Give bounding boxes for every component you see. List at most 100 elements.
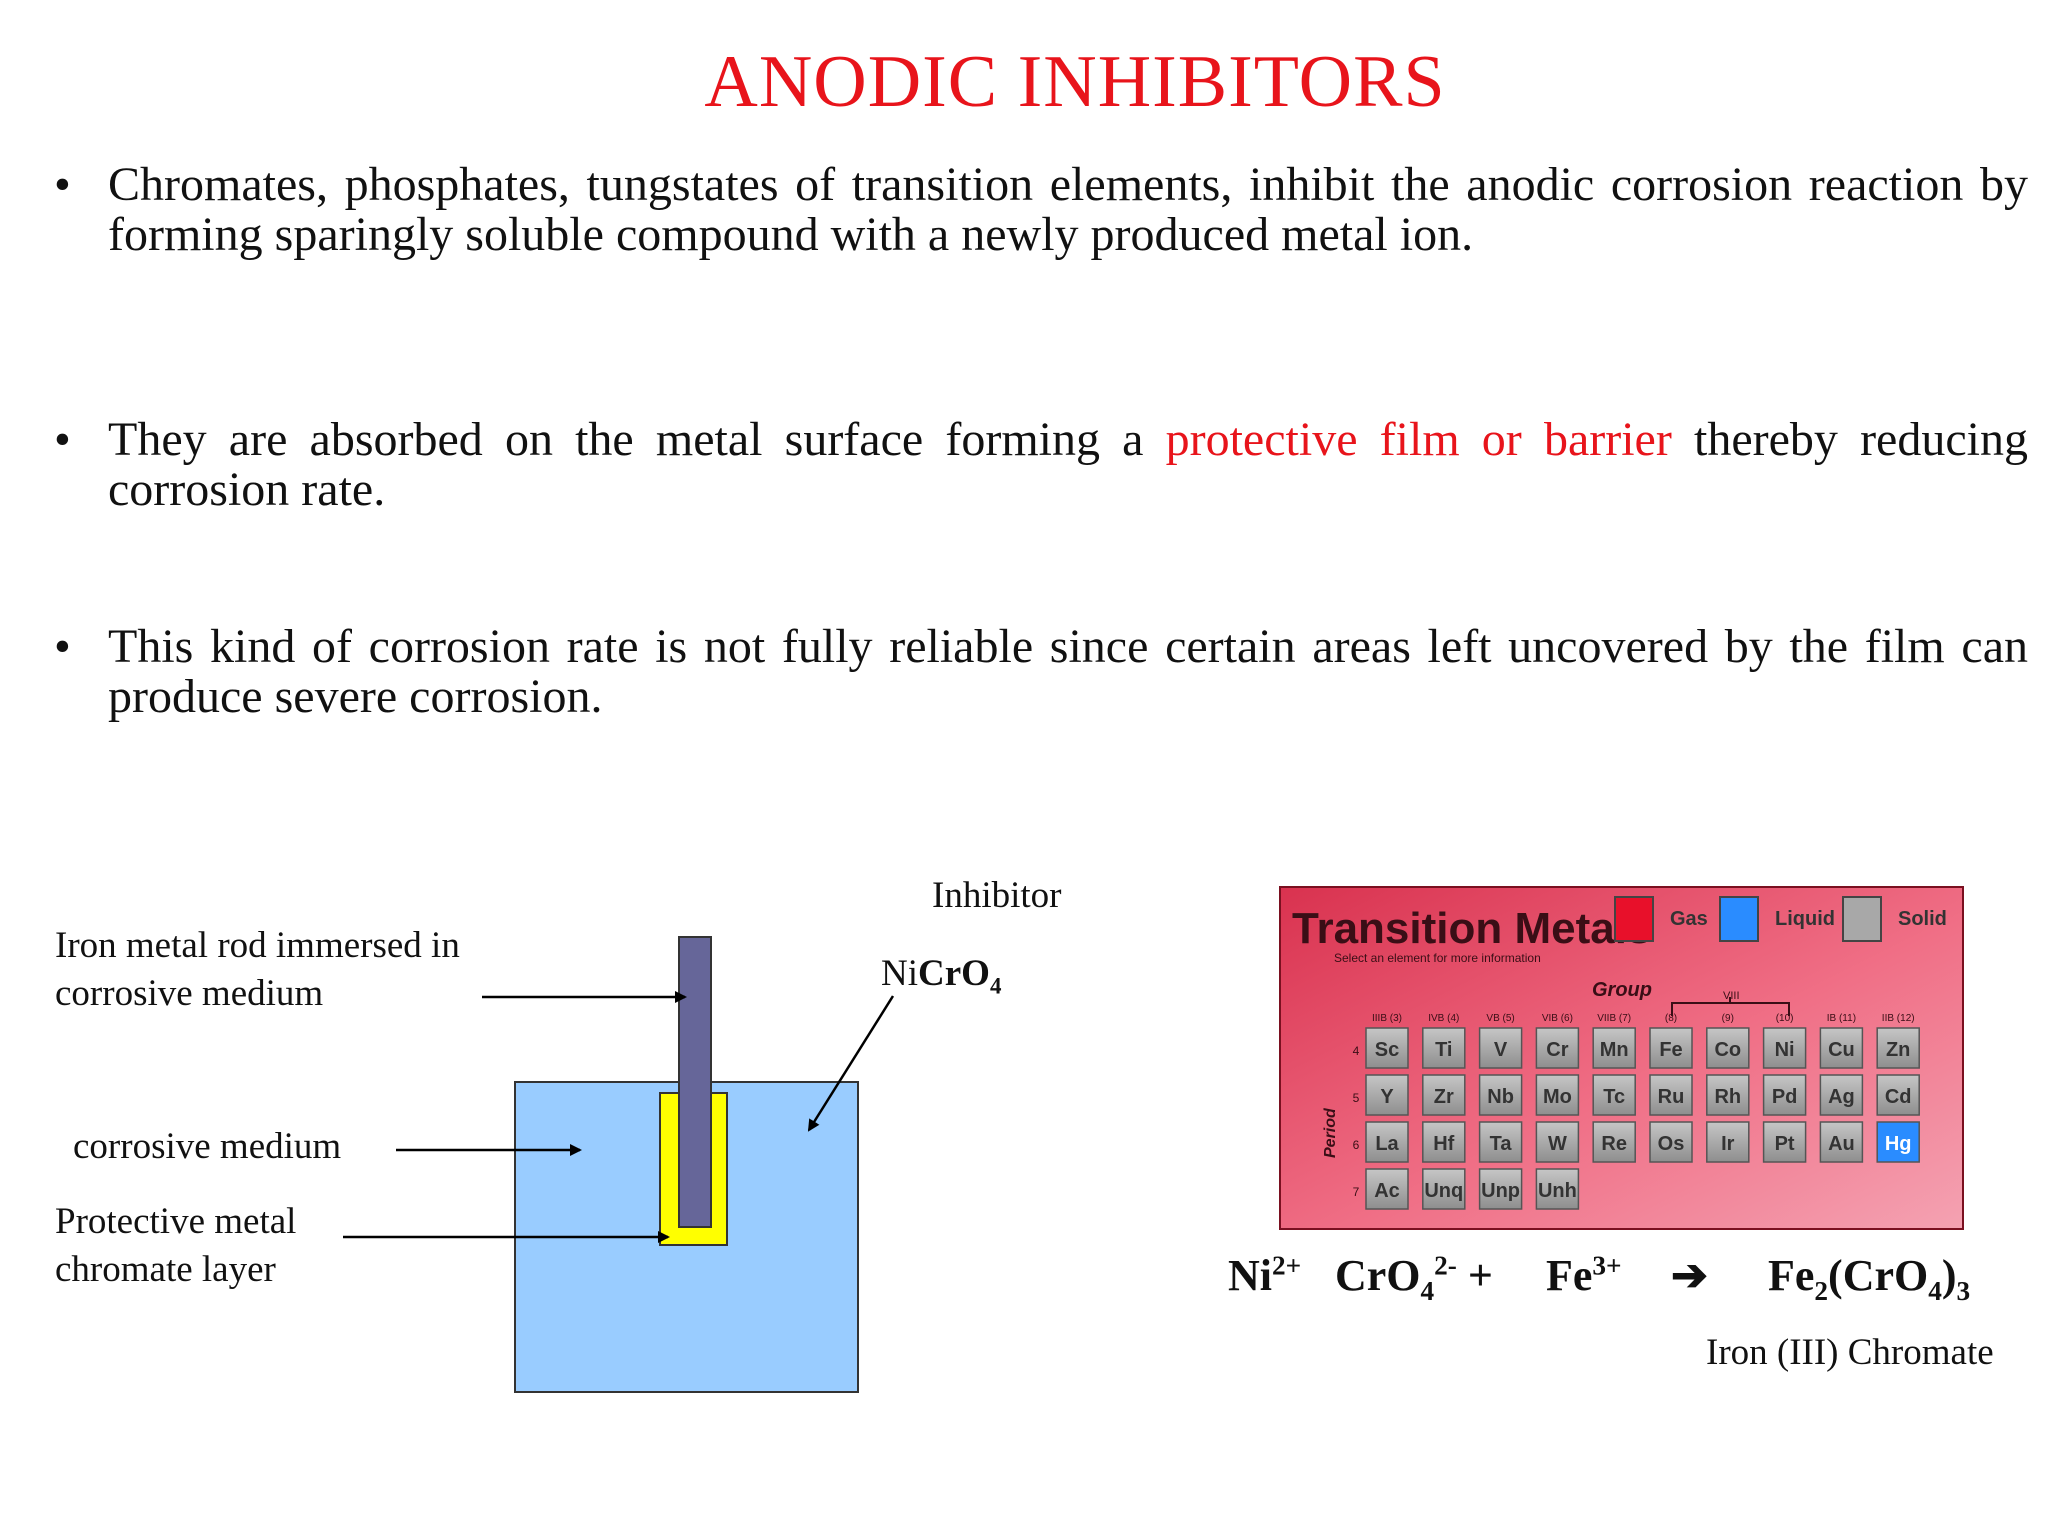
- element-symbol: Unp: [1481, 1180, 1520, 1202]
- element-symbol: Pt: [1775, 1133, 1795, 1155]
- element-symbol: V: [1494, 1039, 1508, 1061]
- element-tile-mo[interactable]: [1535, 1074, 1580, 1116]
- gas-label: Gas: [1670, 908, 1708, 930]
- bullet-2-highlight: protective film or barrier: [1165, 413, 1672, 466]
- element-symbol: Ru: [1658, 1086, 1685, 1108]
- element-tile-ta[interactable]: [1478, 1121, 1523, 1163]
- element-symbol: Unh: [1538, 1180, 1577, 1202]
- inhibitor-label: Inhibitor: [932, 875, 1062, 916]
- element-symbol: Os: [1658, 1133, 1685, 1155]
- eq-fe: Fe: [1546, 1251, 1593, 1300]
- group-header: VIB (6): [1542, 1013, 1573, 1024]
- element-tile-cd[interactable]: [1876, 1074, 1920, 1116]
- element-symbol: Cd: [1885, 1086, 1912, 1108]
- rod-label: Iron metal rod immersed in corrosive med…: [55, 922, 460, 1018]
- element-tile-zn[interactable]: [1876, 1027, 1920, 1069]
- element-tile-mn[interactable]: [1592, 1027, 1636, 1069]
- element-symbol: Ac: [1374, 1180, 1400, 1202]
- gas-swatch[interactable]: [1614, 896, 1654, 942]
- equation-reactant-ni: Ni2+: [1228, 1250, 1301, 1301]
- eq-cro-sub: 4: [1420, 1275, 1435, 1306]
- element-tile-la[interactable]: [1365, 1121, 1409, 1163]
- period-label: Period: [1322, 1107, 1339, 1158]
- element-tile-hg[interactable]: [1876, 1121, 1920, 1163]
- element-tile-unh[interactable]: [1535, 1168, 1580, 1210]
- table-subtitle: Select an element for more information: [1334, 951, 1541, 965]
- element-symbol: Sc: [1375, 1039, 1399, 1061]
- period-number: 4: [1353, 1044, 1360, 1058]
- element-tile-tc[interactable]: [1592, 1074, 1636, 1116]
- eq-product-cro-sub: 4: [1928, 1275, 1942, 1306]
- bullet-3-text: This kind of corrosion rate is not fully…: [108, 620, 2028, 723]
- layer-label: Protective metal chromate layer: [55, 1198, 296, 1294]
- medium-label: corrosive medium: [73, 1126, 342, 1167]
- bullet-1-text: Chromates, phosphates, tungstates of tra…: [108, 158, 2028, 261]
- element-tile-ac[interactable]: [1365, 1168, 1409, 1210]
- element-tile-zr[interactable]: [1422, 1074, 1466, 1116]
- layer-label-line-2: chromate layer: [55, 1249, 276, 1290]
- inhibitor-arrow: [807, 995, 895, 1132]
- eq-product-sub: 3: [1956, 1275, 1971, 1306]
- element-tile-nb[interactable]: [1478, 1074, 1523, 1116]
- group-header: IIB (12): [1882, 1013, 1915, 1024]
- nicro4-formula: NiCrO4: [881, 950, 1001, 1010]
- slide-title: ANODIC INHIBITORS: [704, 41, 1446, 123]
- liquid-label: Liquid: [1775, 908, 1835, 930]
- element-tile-pd[interactable]: [1762, 1074, 1807, 1116]
- element-tile-ag[interactable]: [1819, 1074, 1864, 1116]
- element-symbol: Rh: [1714, 1086, 1741, 1108]
- element-tile-unp[interactable]: [1478, 1168, 1523, 1210]
- element-tile-sc[interactable]: [1365, 1027, 1409, 1069]
- liquid-swatch[interactable]: [1719, 896, 1759, 942]
- rod-label-line-2: corrosive medium: [55, 973, 324, 1014]
- element-tile-hf[interactable]: [1422, 1121, 1466, 1163]
- bullet-2-text: They are absorbed on the metal surface f…: [108, 415, 2028, 515]
- element-tile-ti[interactable]: [1422, 1027, 1466, 1069]
- eq-cro-charge: 2-: [1434, 1250, 1457, 1281]
- period-number: 7: [1353, 1185, 1360, 1199]
- element-tile-v[interactable]: [1478, 1027, 1523, 1069]
- equation-product: Fe2(CrO4)3: [1768, 1250, 1970, 1307]
- element-tile-y[interactable]: [1365, 1074, 1409, 1116]
- eq-fe-charge: 3+: [1592, 1250, 1622, 1281]
- element-tile-unq[interactable]: [1422, 1168, 1466, 1210]
- group-header: VB (5): [1486, 1013, 1514, 1024]
- equation-reactant-fe: Fe3+: [1546, 1250, 1622, 1301]
- element-symbol: Mo: [1543, 1086, 1572, 1108]
- solid-swatch[interactable]: [1842, 896, 1882, 942]
- element-tile-re[interactable]: [1592, 1121, 1636, 1163]
- eq-cro: CrO: [1335, 1251, 1421, 1300]
- element-tile-co[interactable]: [1706, 1027, 1750, 1069]
- element-tile-ni[interactable]: [1762, 1027, 1807, 1069]
- bullet-dot: •: [54, 413, 71, 466]
- element-tile-au[interactable]: [1819, 1121, 1864, 1163]
- formula-sub: 4: [989, 973, 1002, 999]
- element-symbol: Ta: [1490, 1133, 1513, 1155]
- product-name: Iron (III) Chromate: [1706, 1332, 1994, 1373]
- period-number: 6: [1353, 1138, 1360, 1152]
- element-tile-pt[interactable]: [1762, 1121, 1807, 1163]
- element-tile-ir[interactable]: [1706, 1121, 1750, 1163]
- solid-label: Solid: [1898, 908, 1947, 930]
- eq-ni-charge: 2+: [1272, 1250, 1302, 1281]
- bullet-2-text-start: They are absorbed on the metal surface f…: [108, 413, 1166, 466]
- group-label: Group: [1592, 979, 1652, 1001]
- element-tile-cu[interactable]: [1819, 1027, 1864, 1069]
- group-header: (8): [1665, 1013, 1677, 1024]
- element-symbol: La: [1375, 1133, 1399, 1155]
- eq-product-fe: Fe: [1768, 1251, 1815, 1300]
- element-tile-rh[interactable]: [1706, 1074, 1750, 1116]
- group-header: IVB (4): [1428, 1013, 1459, 1024]
- element-tile-os[interactable]: [1649, 1121, 1693, 1163]
- element-tile-cr[interactable]: [1535, 1027, 1580, 1069]
- element-tile-fe[interactable]: [1649, 1027, 1693, 1069]
- element-symbol: Unq: [1424, 1180, 1463, 1202]
- element-tile-w[interactable]: [1535, 1121, 1580, 1163]
- equation-reactant-cro4: CrO42- +: [1335, 1250, 1493, 1307]
- element-tile-ru[interactable]: [1649, 1074, 1693, 1116]
- element-symbol: Nb: [1487, 1086, 1514, 1108]
- group-header: IB (11): [1827, 1013, 1856, 1024]
- element-symbol: Ag: [1828, 1086, 1855, 1108]
